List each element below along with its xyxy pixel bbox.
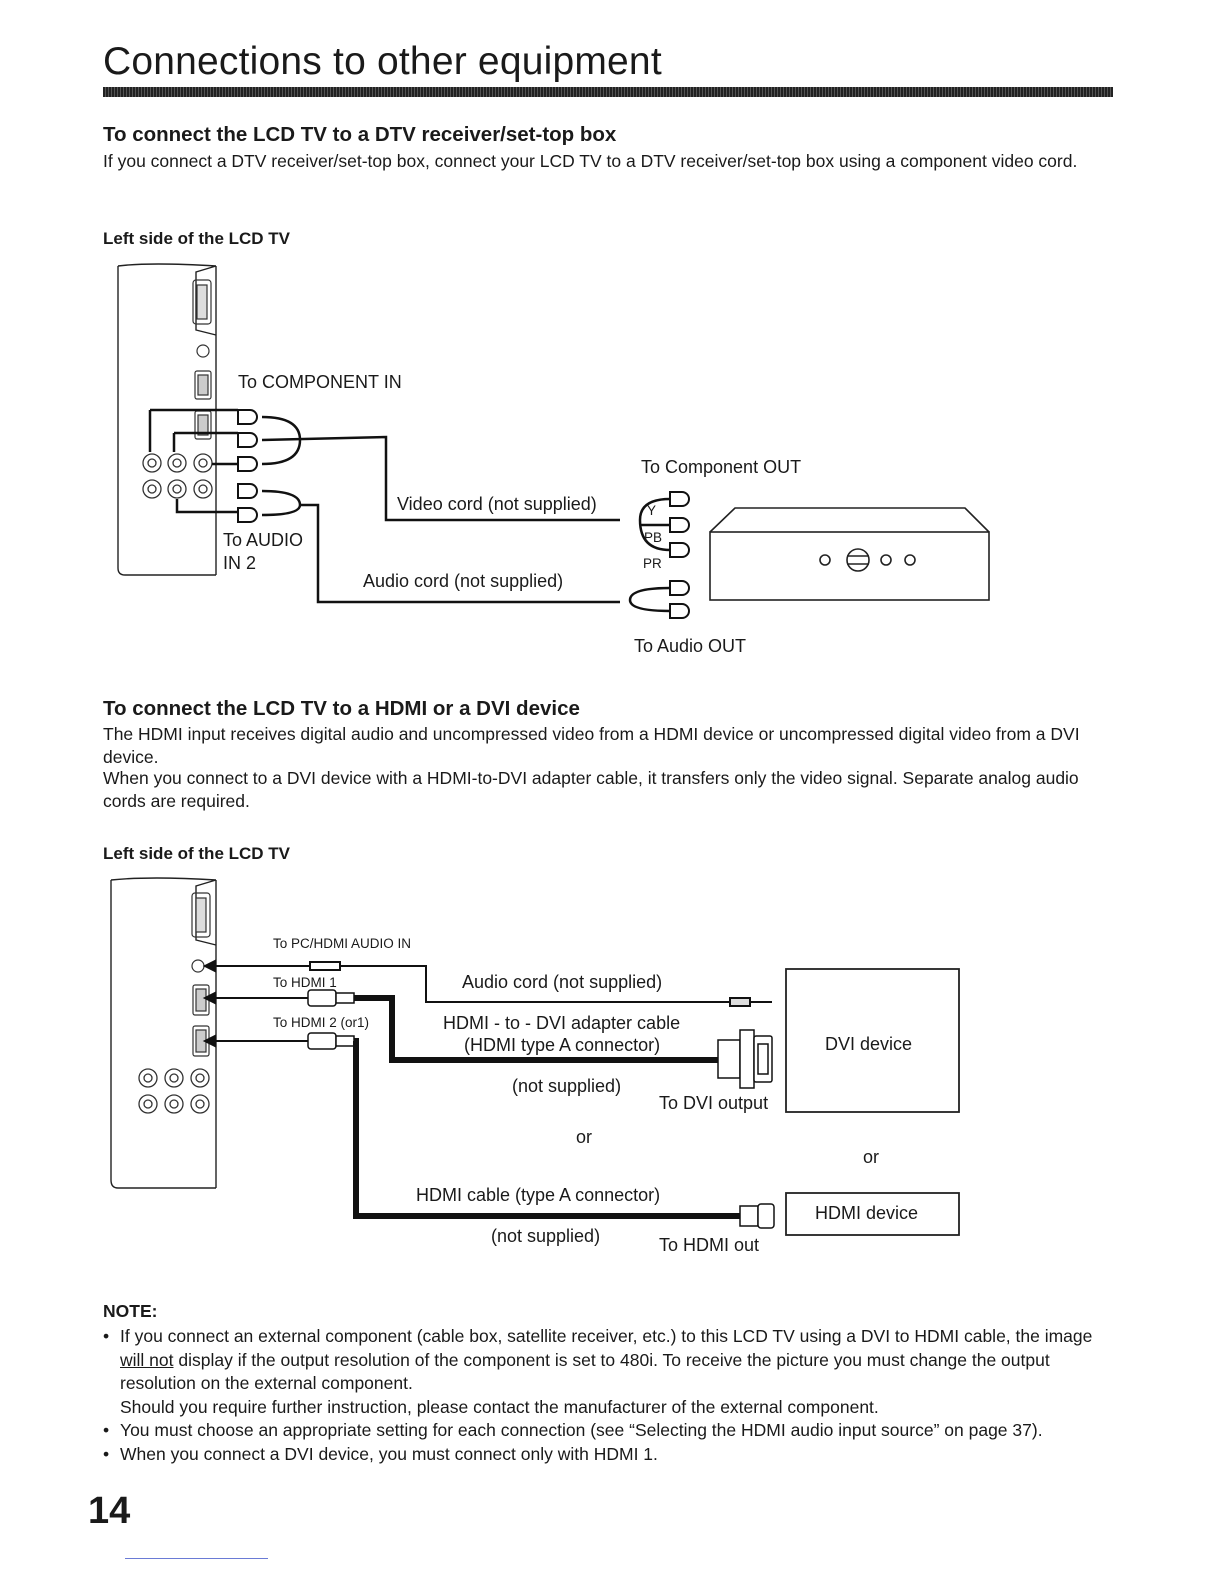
tv-side-panel-1 (117, 263, 217, 576)
hdmi2-plug (307, 1032, 355, 1050)
label-component-in: To COMPONENT IN (238, 372, 402, 392)
note-heading: NOTE: (103, 1301, 158, 1321)
label-dvi-output: To DVI output (659, 1093, 769, 1113)
label-adapter-line1: HDMI - to - DVI adapter cable (443, 1013, 681, 1033)
section2-body1: The HDMI input receives digital audio an… (103, 724, 1080, 767)
hdmi-dvi-adapter-cable (354, 995, 720, 1063)
component-cables (148, 408, 620, 604)
label-pr: PR (643, 556, 662, 571)
note-item-1-underlined: will not (120, 1349, 174, 1370)
label-audio-in-line2: IN 2 (223, 553, 257, 573)
section2-heading: To connect the LCD TV to a HDMI or a DVI… (103, 697, 580, 720)
label-adapter-line2: (HDMI type A connector) (464, 1035, 661, 1055)
vga-port-icon-2 (191, 892, 211, 938)
label-hdmi-out: To HDMI out (659, 1235, 760, 1255)
section1-diagram-caption: Left side of the LCD TV (103, 229, 290, 248)
label-or-middle: or (576, 1127, 593, 1147)
audio-jack-icon (196, 344, 210, 358)
page-title: Connections to other equipment (103, 40, 662, 83)
hdmi-device-box (785, 1192, 960, 1236)
label-y: Y (647, 503, 657, 518)
note-item-1-after: display if the output resolution of the … (120, 1349, 1050, 1394)
note-item: • When you connect a DVI device, you mus… (103, 1443, 1113, 1467)
component-video-plugs-right (669, 491, 690, 619)
rca-jack-icons-2 (138, 1068, 210, 1114)
label-or-right: or (863, 1147, 880, 1167)
label-component-out: To Component OUT (641, 457, 802, 477)
label-audio-out: To Audio OUT (634, 636, 747, 656)
label-hdmi-cable: HDMI cable (type A connector) (416, 1185, 661, 1205)
note-list: • If you connect an external component (… (103, 1325, 1113, 1466)
section2-body2: When you connect to a DVI device with a … (103, 768, 1079, 811)
note-item: • You must choose an appropriate setting… (103, 1419, 1113, 1443)
label-audio-in-line1: To AUDIO (223, 530, 304, 550)
label-audio-cord-2: Audio cord (not supplied) (462, 972, 663, 992)
label-dvi-device: DVI device (825, 1034, 913, 1054)
hdmi-cable (353, 1038, 740, 1219)
label-hdmi1: To HDMI 1 (273, 975, 337, 990)
label-hdmi-device: HDMI device (815, 1203, 919, 1223)
component-bundle-curves (628, 497, 671, 613)
bottom-rule (125, 1558, 268, 1559)
audio-cord-line (309, 961, 772, 1007)
bullet-icon: • (103, 1326, 110, 1346)
section2-diagram-caption: Left side of the LCD TV (103, 844, 290, 863)
note-item-1-before: If you connect an external component (ca… (120, 1326, 1093, 1346)
bullet-icon: • (103, 1443, 110, 1464)
hdmi1-plug (307, 989, 355, 1007)
section1-heading: To connect the LCD TV to a DTV receiver/… (103, 123, 617, 146)
label-pc-hdmi-audio-in: To PC/HDMI AUDIO IN (273, 936, 412, 951)
label-hdmi2: To HDMI 2 (or1) (273, 1015, 370, 1030)
note-item-2-text: You must choose an appropriate setting f… (120, 1420, 1043, 1440)
dvi-device-box (785, 968, 960, 1113)
vga-port-icon (192, 279, 212, 325)
label-audio-cord: Audio cord (not supplied) (363, 571, 564, 591)
set-top-box-icon (709, 507, 990, 601)
rca-jack-icons (142, 453, 213, 499)
label-hdmi-not-supplied: (not supplied) (491, 1226, 601, 1246)
note-item: • If you connect an external component (… (103, 1325, 1113, 1419)
dvi-connector-icon (717, 1029, 773, 1089)
label-video-cord: Video cord (not supplied) (397, 494, 597, 514)
bullet-icon: • (103, 1420, 110, 1440)
hdmi-port-icons-2 (192, 984, 210, 1057)
section1-body: If you connect a DTV receiver/set-top bo… (103, 151, 1078, 171)
hdmi-out-connector-icon (739, 1203, 775, 1229)
title-rule (103, 87, 1113, 97)
page-number: 14 (88, 1490, 131, 1532)
note-item-1-continuation: Should you require further instruction, … (120, 1396, 879, 1417)
label-adapter-not-supplied: (not supplied) (512, 1076, 622, 1096)
arrows-to-ports (202, 959, 310, 1048)
component-video-plugs-left (237, 409, 258, 523)
note-item-3-text: When you connect a DVI device, you must … (120, 1443, 658, 1464)
pc-audio-jack-icon (191, 959, 205, 973)
label-pb: PB (644, 530, 663, 545)
